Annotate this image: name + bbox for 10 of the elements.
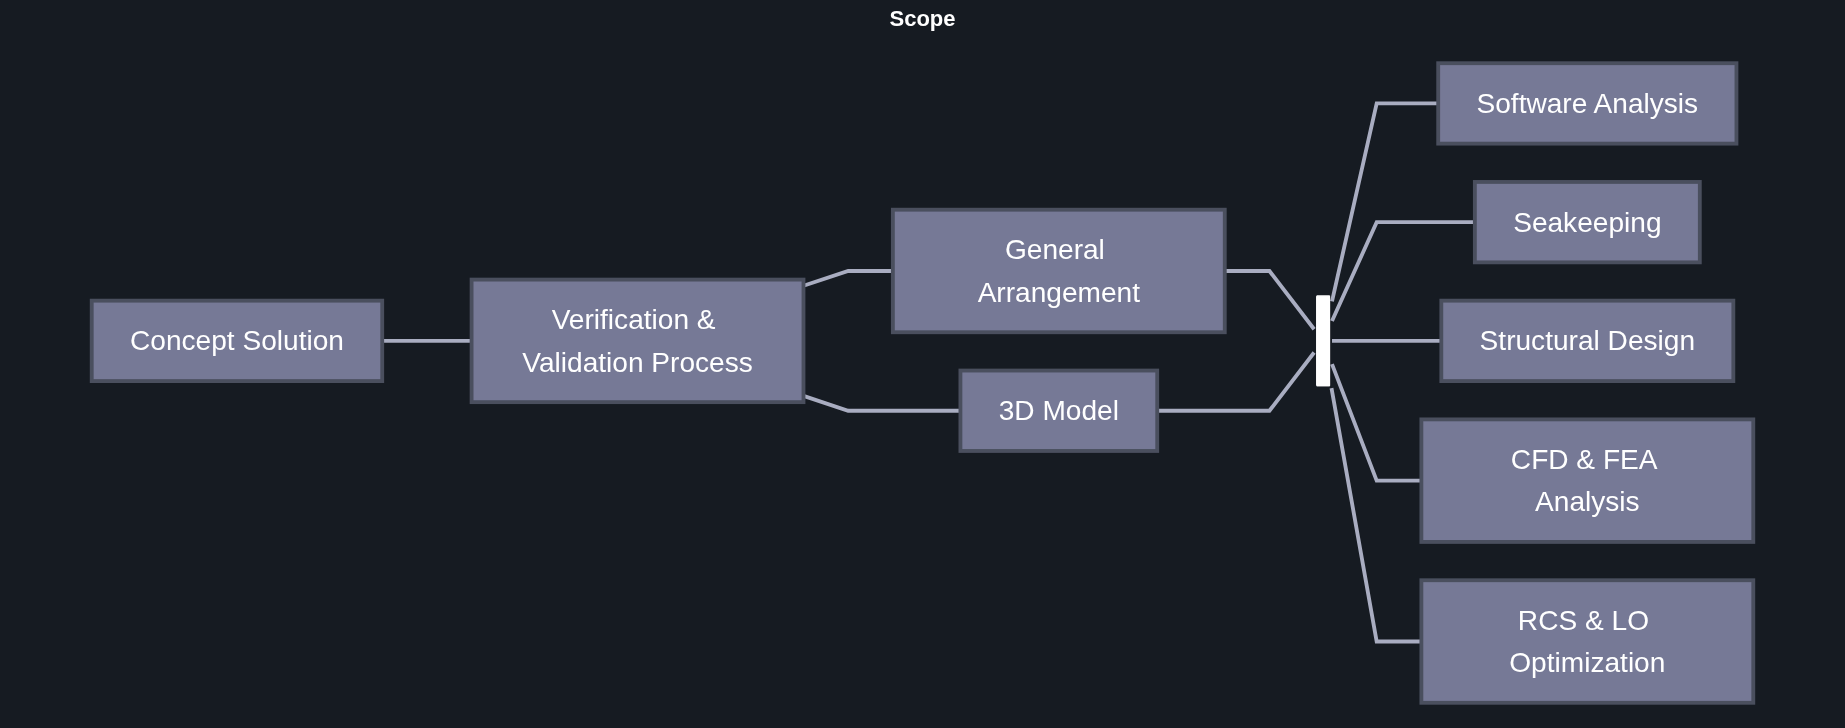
- scope-label: Scope: [889, 6, 956, 32]
- node-box: Seakeeping: [1472, 180, 1702, 265]
- node-box: RCS & LO Optimization: [1419, 578, 1756, 705]
- node-box: General Arrangement: [890, 207, 1227, 335]
- node-box: CFD & FEA Analysis: [1419, 417, 1756, 544]
- node-box: 3D Model: [958, 368, 1160, 453]
- node-box: Verification & Validation Process: [469, 277, 806, 405]
- node-box: Software Analysis: [1436, 61, 1739, 146]
- node-box: Concept Solution: [89, 298, 385, 383]
- node-box: Structural Design: [1439, 298, 1736, 383]
